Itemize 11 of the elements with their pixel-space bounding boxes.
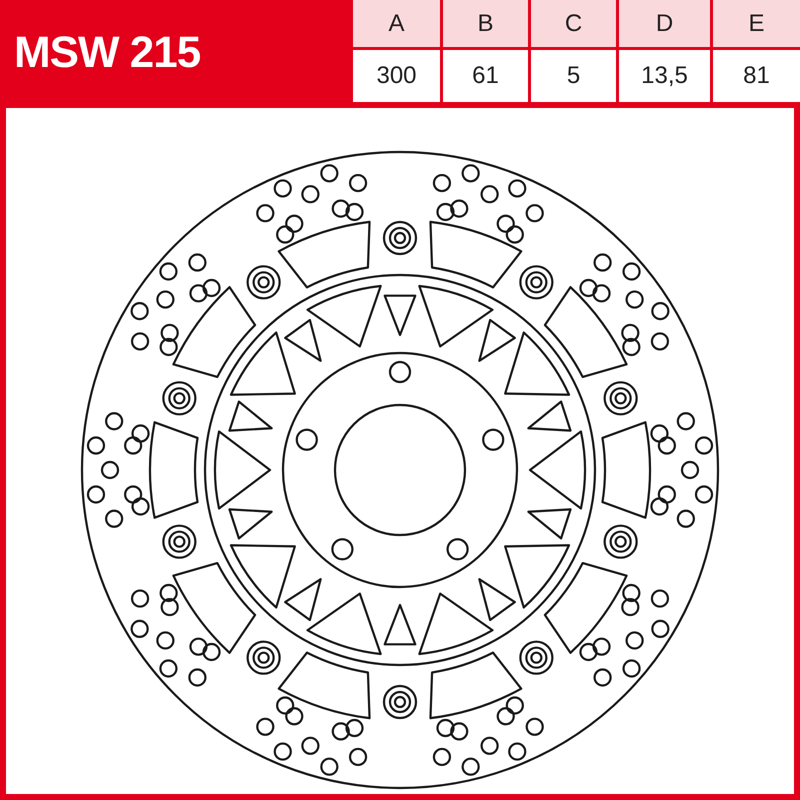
column-heading: A [353,0,440,47]
dimension-value: 81 [713,50,800,102]
dimension-value: 13,5 [619,50,710,102]
dimension-value: 300 [353,50,440,102]
dimension-value: 61 [443,50,528,102]
column-heading: B [443,0,528,47]
dimension-value: 5 [531,50,616,102]
column-heading: E [713,0,800,47]
part-number-title: MSW 215 [14,28,200,78]
column-heading: D [619,0,710,47]
column-heading: C [531,0,616,47]
